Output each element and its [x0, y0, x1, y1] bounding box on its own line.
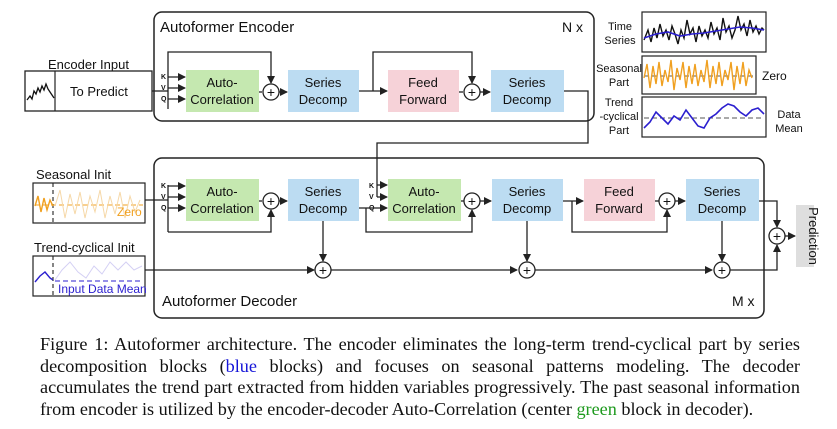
autoformer-architecture-diagram: Autoformer Encoder N x Encoder Input To …: [24, 11, 821, 319]
seasonal-init-zero: Zero: [117, 205, 142, 219]
decoder-decomp2-line2: Decomp: [503, 201, 551, 216]
encoder-series-decomp-block-2: [491, 70, 564, 112]
enc-v-label: V: [161, 85, 166, 92]
decoder-series-decomp-block-3: [686, 179, 759, 221]
svg-text:+: +: [773, 228, 781, 244]
legend-trend-line1: Trend: [605, 97, 633, 109]
legend-seasonal-line1: Seasonal: [596, 63, 642, 75]
legend-seasonal-wave: [643, 59, 753, 91]
decoder-repeat: M x: [732, 293, 755, 309]
caption-prefix: Figure 1: Autoformer architecture. The e…: [40, 334, 800, 376]
decoder-title: Autoformer Decoder: [162, 293, 297, 310]
legend-time-series-blue: [643, 26, 765, 39]
encoder-feed-line1: Feed: [408, 75, 438, 90]
decoder-series-decomp-block-1: [288, 179, 359, 221]
legend-trend-line2: -cyclical: [599, 111, 638, 123]
encoder-autocorr-line2: Correlation: [190, 92, 254, 107]
encoder-decomp1-line2: Decomp: [299, 92, 347, 107]
decoder-autocorr2-line2: Correlation: [392, 201, 456, 216]
enc-q-label: Q: [161, 96, 167, 103]
seasonal-init-label: Seasonal Init: [36, 167, 112, 182]
legend-trend-wave: [643, 103, 765, 129]
encoder-input-box: [24, 70, 153, 112]
encoder-series-decomp-block-1: [288, 70, 359, 112]
decoder-feed-line1: Feed: [604, 184, 634, 199]
legend-zero-label: Zero: [762, 69, 787, 83]
decoder-decomp3-line1: Series: [704, 184, 741, 199]
trend-init-faded-wave: [54, 261, 143, 281]
trend-init-label: Trend-cyclical Init: [34, 240, 135, 255]
svg-text:+: +: [468, 84, 476, 100]
decoder-autocorr1-line2: Correlation: [190, 201, 254, 216]
encoder-repeat: N x: [562, 19, 583, 35]
dec-v1-label: V: [161, 194, 166, 201]
legend-data-mean-line2: Mean: [775, 123, 803, 135]
encoder-decomp2-line2: Decomp: [503, 92, 551, 107]
encoder-decomp1-line1: Series: [305, 75, 342, 90]
seasonal-init-faded-wave: [54, 189, 141, 219]
encoder-feed-forward-block: [388, 70, 459, 112]
decoder-autocorr2-line1: Auto-: [408, 184, 439, 199]
svg-text:+: +: [468, 193, 476, 209]
figure-caption: Figure 1: Autoformer architecture. The e…: [40, 334, 800, 420]
enc-k-label: K: [161, 74, 166, 81]
encoder-frame: [153, 11, 595, 122]
decoder-feed-line2: Forward: [595, 201, 643, 216]
svg-text:+: +: [267, 84, 275, 100]
decoder-decomp3-line2: Decomp: [698, 201, 746, 216]
caption-suffix: block in decoder).: [616, 398, 754, 419]
legend-trend-line3: Part: [609, 125, 629, 137]
seasonal-init-wave: [34, 195, 54, 213]
decoder-autocorrelation-block-1: [186, 179, 259, 221]
trend-init-wave: [34, 271, 54, 283]
svg-text:+: +: [319, 262, 327, 278]
dec-q1-label: Q: [161, 205, 167, 212]
svg-text:+: +: [267, 193, 275, 209]
svg-text:+: +: [663, 193, 671, 209]
decoder-decomp2-line1: Series: [509, 184, 546, 199]
decoder-decomp1-line1: Series: [305, 184, 342, 199]
legend-seasonal-line2: Part: [609, 77, 629, 89]
encoder-to-decoder-connection: [376, 90, 589, 185]
decoder-frame: [153, 157, 765, 319]
decoder-decomp1-line2: Decomp: [299, 201, 347, 216]
decoder-feed-forward-block: [584, 179, 655, 221]
svg-text:+: +: [718, 262, 726, 278]
decoder-series-decomp-block-2: [492, 179, 563, 221]
decoder-autocorr1-line1: Auto-: [206, 184, 237, 199]
encoder-title: Autoformer Encoder: [160, 19, 294, 36]
encoder-input-label: Encoder Input: [48, 57, 129, 72]
encoder-autocorr-line1: Auto-: [206, 75, 237, 90]
encoder-feed-line2: Forward: [399, 92, 447, 107]
dec-v2-label: V: [369, 194, 374, 201]
trend-init-mean: Input Data Mean: [58, 282, 147, 296]
caption-blue-word: blue: [225, 355, 257, 376]
caption-middle: blocks) and focuses on seasonal patterns…: [40, 355, 800, 419]
svg-text:+: +: [523, 262, 531, 278]
prediction-label: Prediction: [806, 207, 821, 265]
legend-trend-box: [641, 96, 767, 138]
to-predict-label: To Predict: [70, 84, 128, 99]
encoder-autocorrelation-block: [186, 70, 259, 112]
dec-k2-label: K: [369, 183, 374, 190]
prediction-output-box: [796, 205, 814, 267]
encoder-decomp2-line1: Series: [509, 75, 546, 90]
caption-green-word: green: [576, 398, 617, 419]
dec-k1-label: K: [161, 183, 166, 190]
legend-time-series-line2: Series: [604, 35, 636, 47]
encoder-input-signal: [26, 82, 55, 101]
legend-time-series-line1: Time: [608, 21, 632, 33]
decoder-autocorrelation-block-2: [388, 179, 461, 221]
legend-data-mean-line1: Data: [777, 109, 801, 121]
